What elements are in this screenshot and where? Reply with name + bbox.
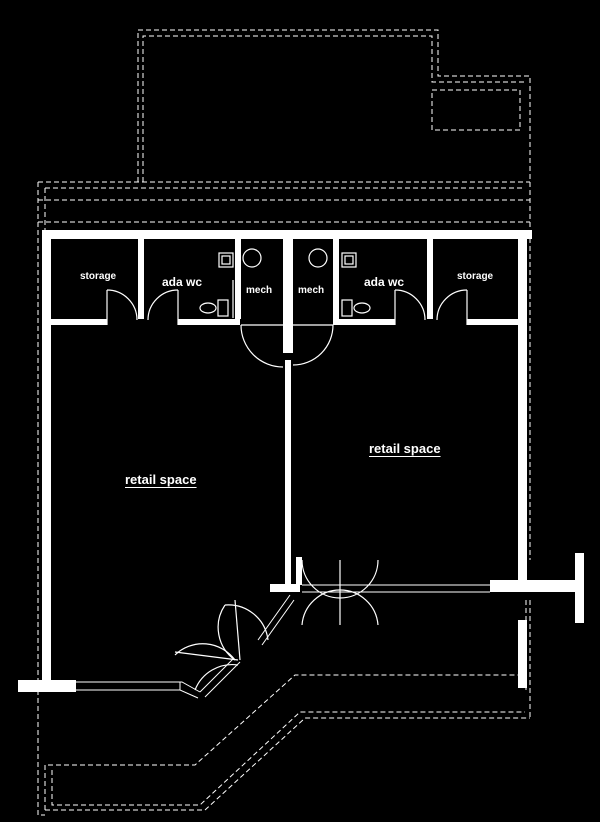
retail-space-right-label: retail space: [369, 441, 441, 456]
plumbing-fixtures: [199, 248, 371, 318]
dashed-outline: [37, 29, 531, 816]
ada-wc-left-label: ada wc: [162, 275, 203, 289]
storefront-glazing: [76, 584, 490, 699]
storage-left-label: storage: [80, 271, 117, 282]
mech-left-label: mech: [246, 285, 273, 296]
mech-right-label: mech: [298, 285, 325, 296]
walls: [18, 230, 584, 692]
retail-space-left-label: retail space: [125, 472, 197, 487]
door-swings: [106, 289, 468, 691]
storage-right-label: storage: [457, 271, 494, 282]
ada-wc-right-label: ada wc: [364, 275, 405, 289]
